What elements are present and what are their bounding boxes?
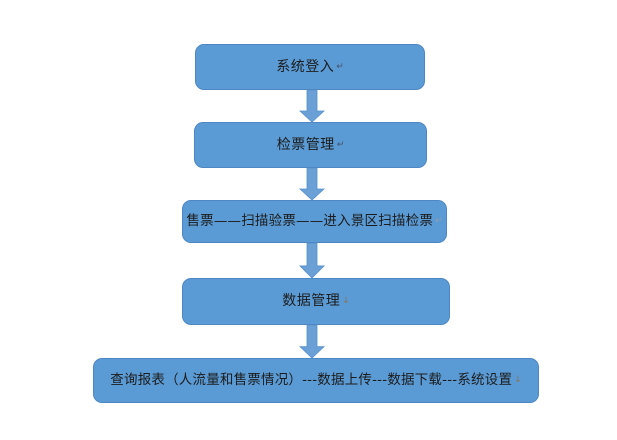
line-break-mark: ↵ xyxy=(336,61,344,72)
line-break-mark: ↵ xyxy=(336,139,345,150)
flow-node-label: 系统登入 xyxy=(276,58,335,75)
flow-node-sell-scan-enter: 售票——扫描验票——进入景区扫描检票↵ xyxy=(182,200,447,243)
line-break-mark: ↓ xyxy=(342,296,350,307)
down-arrow-connector xyxy=(299,90,325,122)
line-break-mark: ↓ xyxy=(514,375,522,386)
line-break-mark: ↵ xyxy=(435,216,443,227)
down-arrow-connector xyxy=(299,168,325,200)
down-arrow-connector xyxy=(299,243,325,278)
flow-node-system-login: 系统登入↵ xyxy=(195,44,425,90)
down-arrow-connector xyxy=(299,325,325,358)
flow-node-label: 检票管理 xyxy=(276,136,335,153)
flow-node-report-and-settings: 查询报表（人流量和售票情况）---数据上传---数据下载---系统设置↓ xyxy=(93,358,539,403)
flow-node-ticket-check-mgmt: 检票管理↵ xyxy=(194,122,427,168)
flow-node-label: 数据管理 xyxy=(282,293,341,310)
flow-node-label: 售票——扫描验票——进入景区扫描检票 xyxy=(186,212,434,229)
flow-node-data-mgmt: 数据管理↓ xyxy=(182,278,450,325)
flow-node-label: 查询报表（人流量和售票情况）---数据上传---数据下载---系统设置 xyxy=(110,371,513,388)
